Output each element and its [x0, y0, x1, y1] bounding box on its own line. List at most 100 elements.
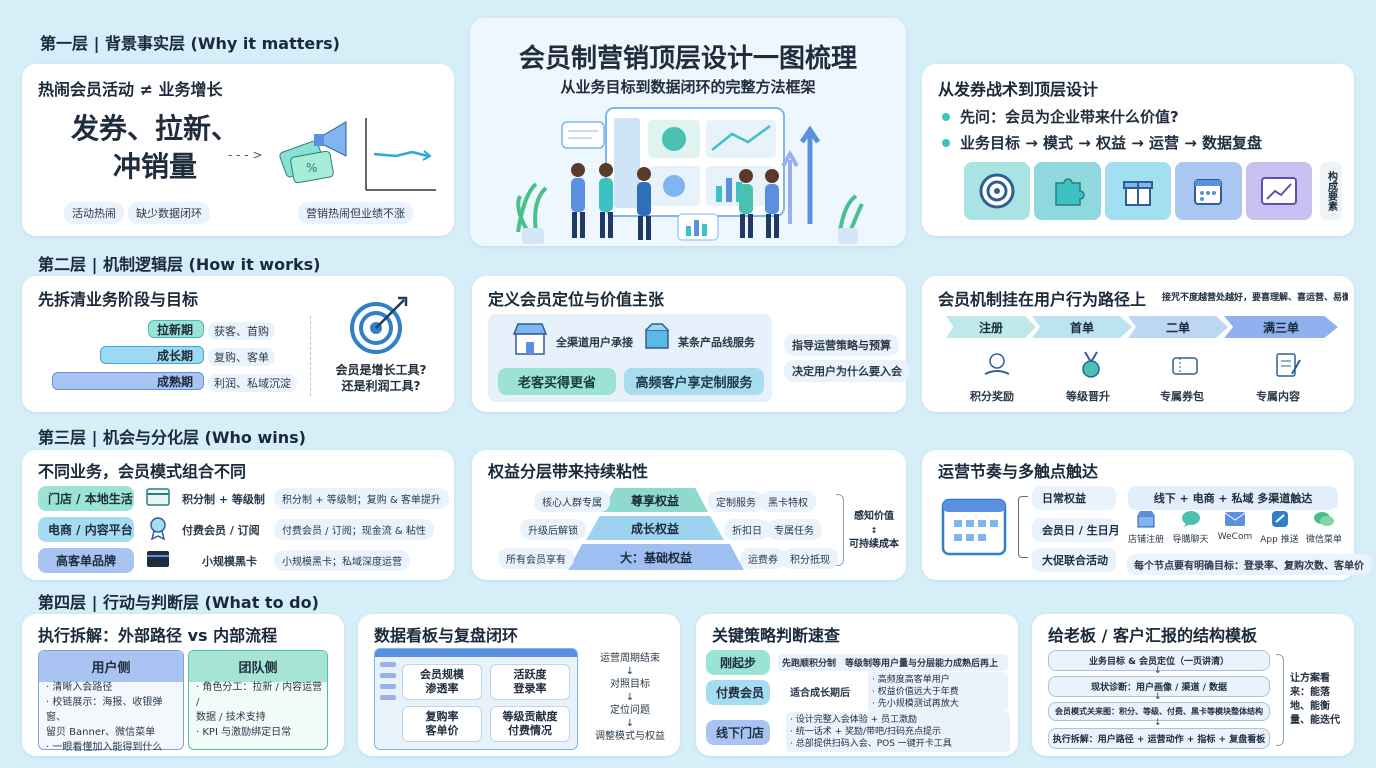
- target-arrow-icon: [350, 296, 408, 354]
- value-tag-2: 高频客户享定制服务: [624, 368, 764, 395]
- tier-left-1: 核心人群专属: [534, 491, 610, 512]
- tier-right-2b: 专属任务: [766, 519, 822, 540]
- review-loop: 运营周期结束 ↓ 对照目标 ↓ 定位问题 ↓ 调整模式与权益: [595, 653, 665, 742]
- card-title: 热闹会员活动 ≠ 业务增长: [38, 80, 223, 99]
- ops-item-2: 会员日 / 生日月: [1032, 518, 1120, 542]
- tier-base: 大：基础权益: [568, 544, 744, 570]
- report-side: 让方案看来：能落地、能衡量、能迭代: [1290, 673, 1340, 726]
- step-3: 二单: [1128, 316, 1228, 338]
- step-4: 满三单: [1224, 316, 1338, 338]
- box-icon: [645, 323, 669, 349]
- chat-icon: 导購聊天: [1171, 510, 1211, 550]
- card-strategy-check: 关键策略判断速查 刚起步 先跑顺积分制 等级制等用户量与分层能力成熟后再上 付费…: [696, 614, 1018, 756]
- bullet-dot: [942, 139, 950, 147]
- card-title: 权益分层带来持续粘性: [488, 462, 649, 481]
- big-text: 发券、拉新、 冲销量: [70, 112, 239, 183]
- question-text: 会员是增长工具? 还是利润工具?: [335, 363, 427, 393]
- card-activity-vs-growth: 热闹会员活动 ≠ 业务增长 发券、拉新、 冲销量 - - - > % 活动热闹 …: [22, 64, 454, 236]
- biz-mid-2: 付费会员 / 订阅: [182, 524, 260, 537]
- user-side-header: 用户侧: [39, 651, 183, 682]
- stage-bar-1: 拉新期: [148, 320, 204, 338]
- stage-desc-3: 利润、私域沉淀: [208, 374, 297, 392]
- biz-tag-3: 高客单品牌: [38, 548, 134, 573]
- tier-right-3a: 运费券: [740, 548, 786, 569]
- target-icon: [964, 162, 1031, 220]
- card-title: 不同业务，会员模式组合不同: [38, 462, 247, 481]
- report-step-2: 现状诊断：用户画像 / 渠道 / 数据: [1048, 676, 1270, 697]
- badge-icon: [150, 517, 166, 540]
- app-push-icon: App 推送: [1260, 510, 1300, 550]
- stage-bar-2: 成长期: [100, 346, 204, 364]
- card-title: 数据看板与复盘闭环: [374, 626, 519, 645]
- tier-mid: 成长权益: [586, 516, 724, 540]
- strategy-text-1: 先跑顺积分制 等级制等用户量与分层能力成熟后再上: [778, 654, 1008, 671]
- reward-3: 专属券包: [1160, 390, 1204, 403]
- bullet-dot: [942, 113, 950, 121]
- black-card-icon: [147, 551, 169, 567]
- medal-icon: [1082, 351, 1100, 378]
- biz-tag-2: 电商 / 内容平台: [38, 517, 134, 542]
- biz-mid-1: 积分制 + 等级制: [182, 493, 265, 506]
- stage-desc-2: 复购、客单: [208, 348, 275, 366]
- biz-tag-1: 门店 / 本地生活: [38, 486, 134, 511]
- strategy-tag-2: 付费会员: [706, 680, 770, 705]
- team-dashboard-illustration: [516, 107, 864, 244]
- card-benefit-tiers: 权益分层带来持续粘性 尊享权益 成长权益 大：基础权益 核心人群专属 升级后解锁…: [472, 450, 906, 580]
- coin-hand-icon: [984, 353, 1010, 375]
- puzzle-icon: [1034, 162, 1101, 220]
- layer2-title: 第二层 | 机制逻辑层 (How it works): [38, 255, 321, 274]
- channels: 线下 + 电商 + 私域 多渠道触达: [1128, 486, 1338, 510]
- reward-4: 专属内容: [1256, 390, 1300, 403]
- tier-left-3: 所有会员享有: [498, 548, 574, 569]
- card-ops-rhythm: 运营节奏与多触点触达 日常权益 会员日 / 生日月 大促联合活动 线下 + 电商…: [922, 450, 1372, 580]
- svg-text:%: %: [306, 161, 317, 175]
- card-dashboard: 数据看板与复盘闭环 会员规模 渗透率 活跃度 登录率 复购率 客单价 等级贡献度…: [358, 614, 680, 756]
- dashed-divider: [310, 316, 311, 396]
- user-side-list: · 清晰入会路径 · 校链展示：海报、收银弹窗、 留贝 Banner、微信菜单 …: [46, 682, 163, 753]
- biz-right-2: 付费会员 / 订阅；现金流 & 粘性: [274, 519, 434, 540]
- branch-line: [1018, 496, 1028, 558]
- layer1-title: 第一层 | 背景事实层 (Why it matters): [40, 34, 340, 53]
- value-item-1: 全渠道用户承接: [556, 336, 633, 349]
- layer4-title: 第四层 | 行动与判断层 (What to do): [38, 593, 319, 612]
- stage-desc-1: 获客、首购: [208, 322, 275, 340]
- ops-item-1: 日常权益: [1032, 486, 1116, 510]
- bullet-question: 先问：会员为企业带来什么价值?: [960, 108, 1179, 126]
- step-2: 首单: [1032, 316, 1132, 338]
- store-icon: [512, 323, 548, 355]
- kpi-scale: 会员规模 渗透率: [402, 664, 482, 700]
- biz-right-1: 积分制 + 等级制；复购 & 客单提升: [274, 488, 449, 509]
- card-title: 给老板 / 客户汇报的结构模板: [1048, 626, 1257, 645]
- team-side-list: · 角色分工：拉新 / 内容运营 / 数据 / 技术支持 · KPI 与激励绑定…: [196, 682, 323, 738]
- note-pen-icon: [1276, 353, 1301, 377]
- card-tactics-to-design: 从发券战术到顶层设计 先问：会员为企业带来什么价值? 业务目标 → 模式 → 权…: [922, 64, 1354, 236]
- bracket: [1276, 654, 1284, 746]
- stage-bar-3: 成熟期: [52, 372, 204, 390]
- card-title: 会员机制挂在用户行为路径上: [938, 290, 1147, 309]
- gift-icon: [1104, 162, 1172, 220]
- down-arrow: ↓: [1154, 666, 1162, 676]
- purpose-2: 决定用户为什么要入会: [784, 360, 910, 382]
- ops-item-3: 大促联合活动: [1032, 548, 1116, 572]
- calendar-grid-icon: [941, 498, 1007, 556]
- shop-icon: 店铺注册: [1126, 510, 1166, 550]
- report-step-1: 业务目标 & 会员定位（一页讲清）: [1048, 650, 1270, 671]
- note: 接咒不度越营处越好，要喜理解、喜运营、易衡量: [1162, 293, 1348, 303]
- card-business-models: 不同业务，会员模式组合不同 门店 / 本地生活 电商 / 内容平台 高客单品牌 …: [22, 450, 454, 580]
- wechat-icon: 微信菜单: [1304, 510, 1344, 550]
- card-icon: [146, 488, 170, 506]
- store-points: · 设计完整入会体验 + 员工激励 · 统一话术 + 奖励/带吧/扫码充点提示 …: [786, 712, 1010, 752]
- card-business-stages: 先拆清业务阶段与目标 拉新期 获客、首购 成长期 复购、客单 成熟期 利润、私域…: [22, 276, 454, 412]
- ops-footer: 每个节点要有明确目标：登录率、复购次数、客单价: [1126, 554, 1372, 575]
- tier-top: 尊享权益: [602, 488, 708, 512]
- card-title: 先拆清业务阶段与目标: [38, 290, 199, 309]
- kpi-tier-contribution: 等级贡献度 付费情况: [490, 706, 570, 742]
- report-step-4: 执行拆解：用户路径 + 运营动作 + 指标 + 复盘看板: [1048, 728, 1270, 749]
- biz-mid-3: 小规模黑卡: [202, 555, 257, 568]
- down-arrow: ↓: [1154, 718, 1162, 728]
- strategy-tag-1: 刚起步: [706, 650, 770, 675]
- card-title: 定义会员定位与价值主张: [488, 290, 665, 309]
- bullet-chain: 业务目标 → 模式 → 权益 → 运营 → 数据复盘: [960, 134, 1263, 152]
- tier-left-2: 升级后解锁: [520, 519, 586, 540]
- tier-right-3b: 积分抵现: [782, 548, 838, 569]
